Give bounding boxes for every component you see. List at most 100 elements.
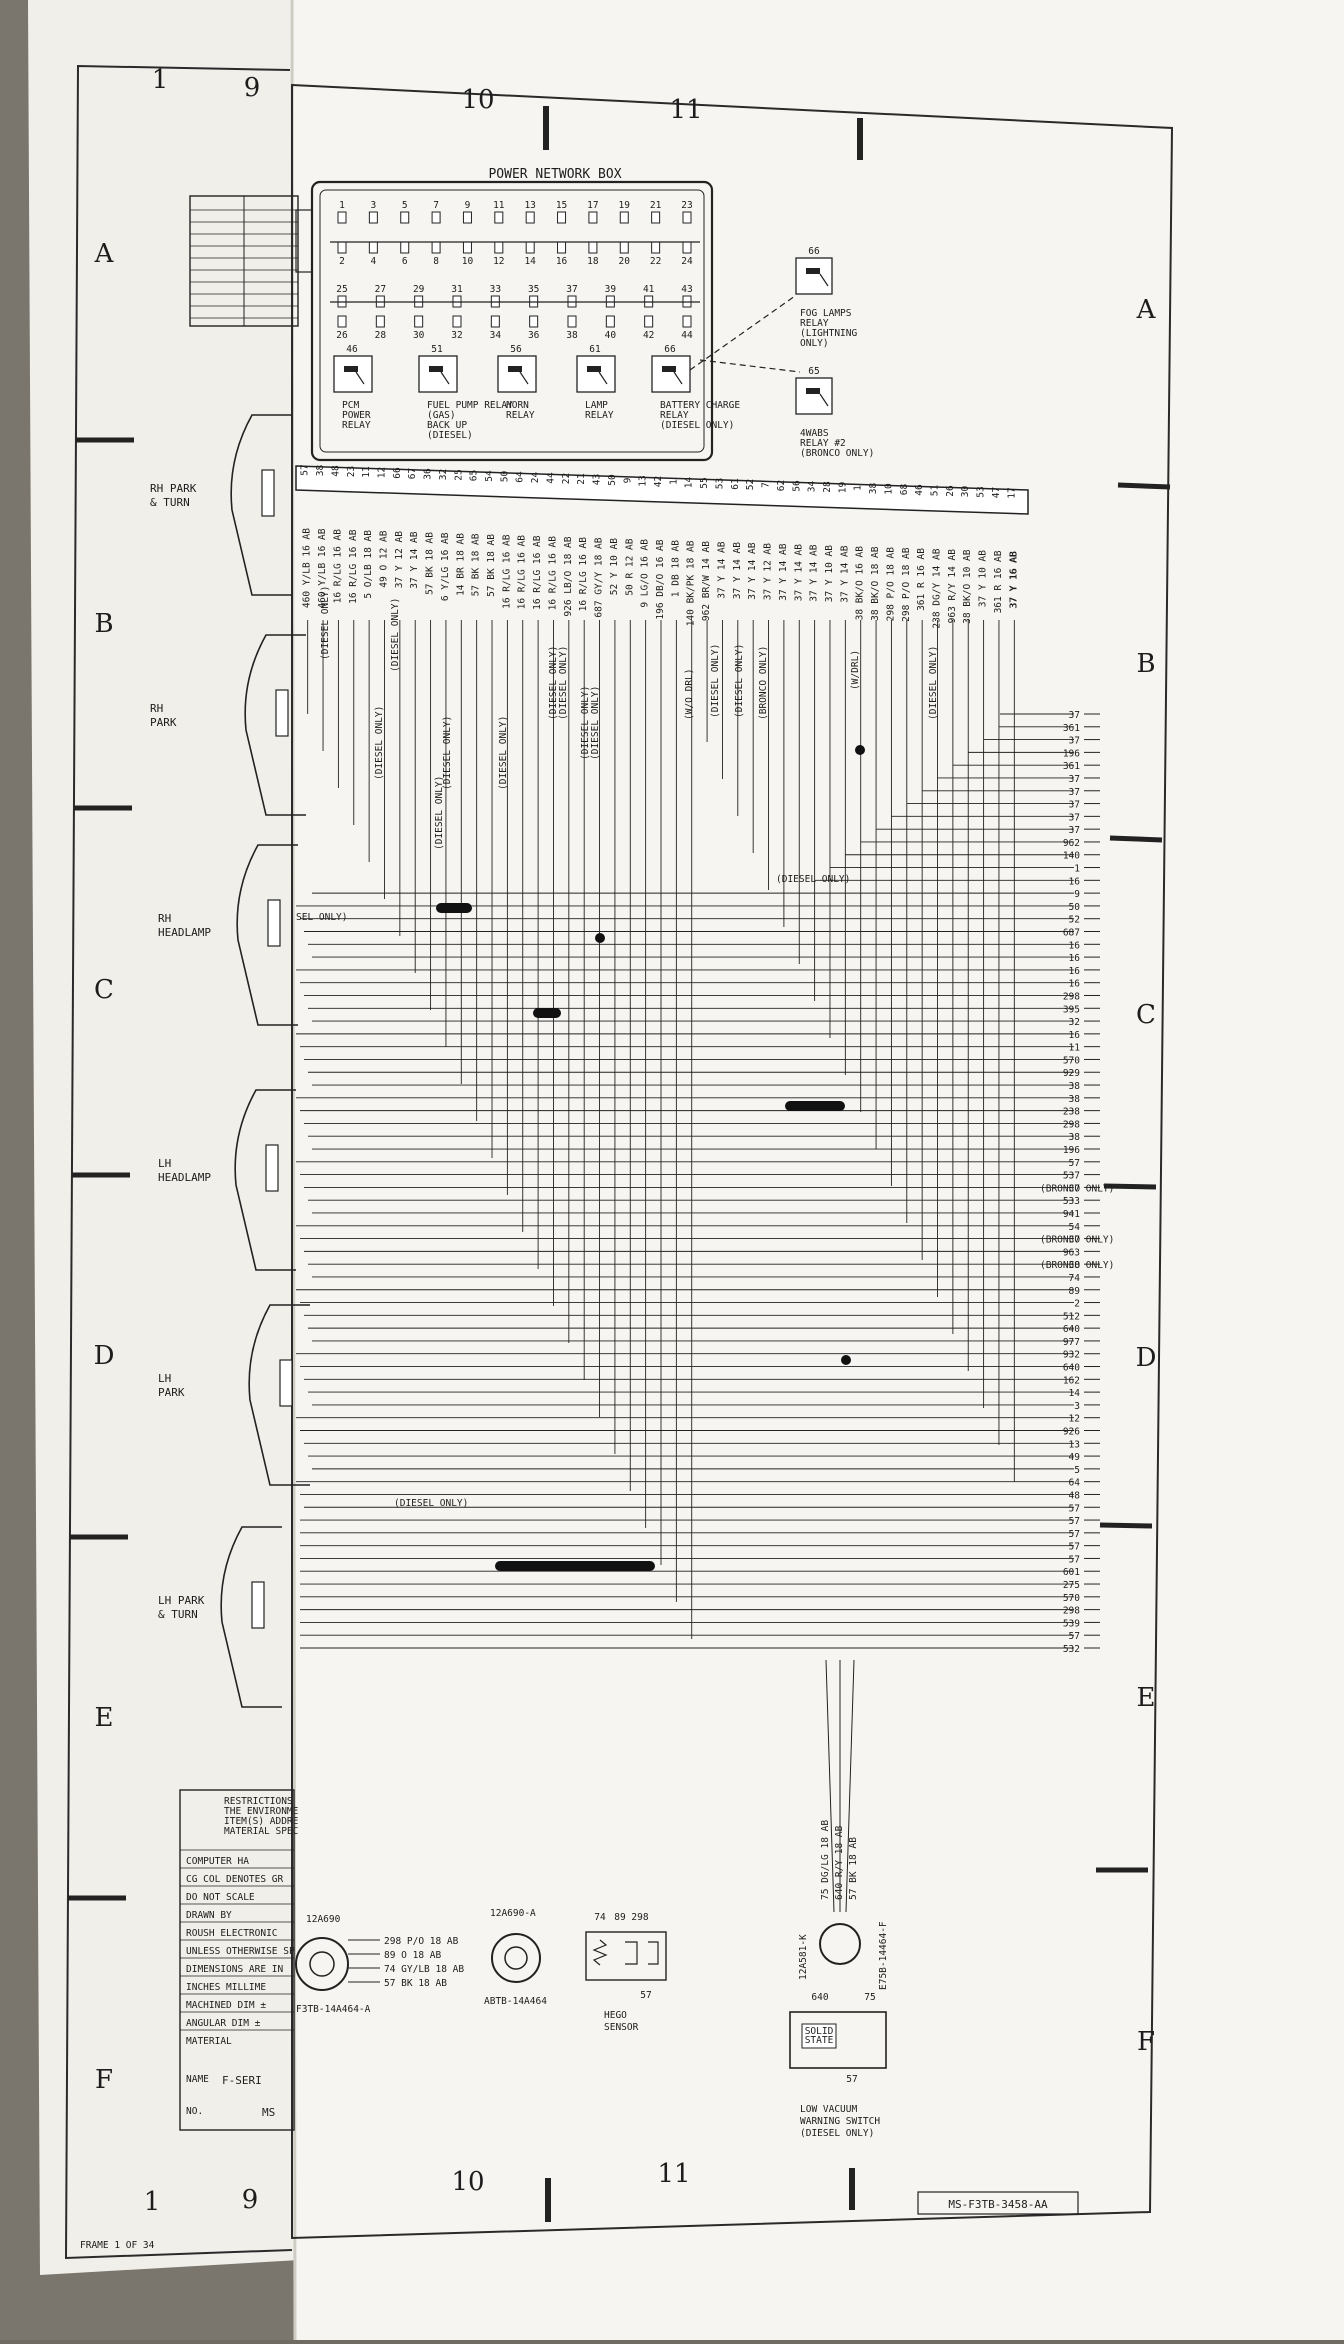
component-label-0: RH PARK& TURN — [150, 482, 197, 509]
relay-coil — [587, 366, 601, 372]
wire-label: 38 BK/O 10 AB — [962, 549, 973, 624]
vertical-note: (W/DRL) — [850, 650, 861, 690]
wire-label: 37 Y 12 AB — [763, 543, 774, 600]
connector-pin-22: 22 — [561, 473, 572, 484]
circuit-number-640: 640 — [1063, 1324, 1080, 1335]
wire-label: 962 BR/W 14 AB — [701, 541, 712, 621]
wire-label: 37 Y 14 AB — [793, 544, 804, 601]
lamp-connector — [279, 1359, 293, 1407]
connector-pin-46: 46 — [914, 484, 925, 496]
circuit-number-929: 929 — [1063, 1068, 1080, 1079]
vac-connector-body — [819, 1923, 861, 1965]
wire-label: 16 R/LG 16 AB — [501, 534, 512, 609]
circuit-number-89: 89 — [1069, 1286, 1081, 1297]
title-block — [179, 1789, 295, 2131]
label-line: (BRONCO ONLY) — [800, 448, 874, 459]
fuse-row4-pin-42: 42 — [643, 330, 654, 341]
label-line: RELAY — [660, 410, 689, 421]
grid-row-left-A: A — [94, 239, 115, 269]
relay-coil — [429, 366, 443, 372]
circuit-number-37: 37 — [1069, 710, 1080, 721]
circuit-number-298: 298 — [1063, 991, 1080, 1002]
title-block-row: DRAWN BY — [186, 1910, 232, 1921]
wire-label: 57 BK 18 AB — [486, 534, 497, 597]
title-block-no-value: MS — [262, 2106, 275, 2119]
connector-pin-13: 13 — [638, 475, 649, 486]
connector-pin-32: 32 — [438, 469, 449, 480]
switch-pin: 640 — [811, 1992, 828, 2003]
fuse-row2-fuse — [651, 241, 661, 254]
title-block-row: UNLESS OTHERWISE SP — [186, 1946, 295, 1957]
wire-label: 196 DB/O 16 AB — [655, 539, 666, 619]
fuse-row1-fuse — [651, 211, 661, 224]
relay-body — [576, 355, 616, 393]
label-line: (DIESEL ONLY) — [800, 2128, 874, 2139]
title-block-row: DO NOT SCALE — [186, 1892, 255, 1903]
power-box-tab — [295, 209, 313, 273]
label-line: (GAS) — [427, 410, 456, 421]
sensor-left-inner — [309, 1951, 335, 1977]
circuit-number-532: 532 — [1063, 1644, 1080, 1655]
wire-label: 37 Y 10 AB — [824, 545, 835, 602]
label-line: & TURN — [150, 496, 190, 509]
fuse-row3-pin-27: 27 — [375, 284, 386, 295]
fuse-row1-fuse — [400, 211, 410, 224]
sensor-left-id: 12A690 — [306, 1914, 341, 1925]
fuse-row1-pin-3: 3 — [370, 200, 376, 211]
switch-pin: 75 — [864, 1992, 875, 2003]
wire-label: 38 BK/O 18 AB — [870, 546, 881, 621]
fuse-row1-fuse — [525, 211, 535, 224]
circuit-number-37: 37 — [1069, 774, 1080, 785]
connector-pin-10: 10 — [883, 483, 894, 495]
connector-pin-38: 38 — [315, 465, 326, 477]
grid-row-left-C: C — [94, 975, 114, 1005]
circuit-number-941: 941 — [1063, 1209, 1080, 1220]
label-line: WARNING SWITCH — [800, 2116, 880, 2127]
label-line: LH PARK — [158, 1594, 205, 1607]
connector-pin-65: 65 — [469, 470, 480, 481]
wire-label: 38 BK/O 16 AB — [855, 546, 866, 621]
fuse-row1-pin-5: 5 — [402, 200, 408, 211]
relay-body — [333, 355, 373, 393]
fuse-row2-fuse — [337, 241, 347, 254]
circuit-number-361: 361 — [1063, 761, 1080, 772]
side-relay-contact — [819, 393, 829, 407]
lamp-housing — [234, 1089, 296, 1271]
grid-column-top-10: 10 — [461, 85, 494, 115]
splice — [785, 1101, 845, 1111]
grid-row-right-D: D — [1136, 1343, 1157, 1373]
fuse-row1-pin-7: 7 — [433, 200, 439, 211]
connector-pin-17: 17 — [1006, 487, 1017, 498]
fuse-row2-pin-12: 12 — [493, 256, 504, 267]
label-line: LAMP — [585, 400, 608, 411]
fuse-row4-pin-26: 26 — [336, 330, 348, 341]
fuse-row4-fuse — [375, 315, 385, 328]
drawing-number-box — [917, 2191, 1079, 2215]
wire-label: 926 LB/O 18 AB — [563, 536, 574, 616]
connector-pin-25: 25 — [453, 469, 464, 480]
grid-row-right-F: F — [1137, 2027, 1155, 2057]
vertical-note: (DIESEL ONLY) — [548, 646, 559, 720]
frame-number: FRAME 1 OF 34 — [80, 2240, 155, 2251]
fuse-row1-fuse — [431, 211, 441, 224]
circuit-number-38: 38 — [1069, 1081, 1081, 1092]
label-line: HORN — [506, 400, 529, 411]
wire-label: 6 Y/LG 16 AB — [440, 532, 451, 601]
fuse-row1-fuse — [619, 211, 629, 224]
circuit-number-5: 5 — [1074, 1465, 1080, 1476]
splice-dot — [855, 745, 865, 755]
circuit-number-9: 9 — [1074, 889, 1080, 900]
connector-pin-42: 42 — [653, 476, 664, 487]
connector-pin-1: 1 — [853, 485, 864, 491]
connector-pin-7: 7 — [761, 482, 772, 488]
circuit-number-640: 640 — [1063, 1363, 1080, 1374]
wire-label: 16 R/LG 16 AB — [348, 529, 359, 604]
vertical-note: (DIESEL ONLY) — [434, 776, 445, 850]
grid-row-right-E: E — [1137, 1683, 1156, 1713]
sensor-left-wire: 89 O 18 AB — [384, 1950, 441, 1961]
connector-pin-64: 64 — [515, 471, 526, 483]
